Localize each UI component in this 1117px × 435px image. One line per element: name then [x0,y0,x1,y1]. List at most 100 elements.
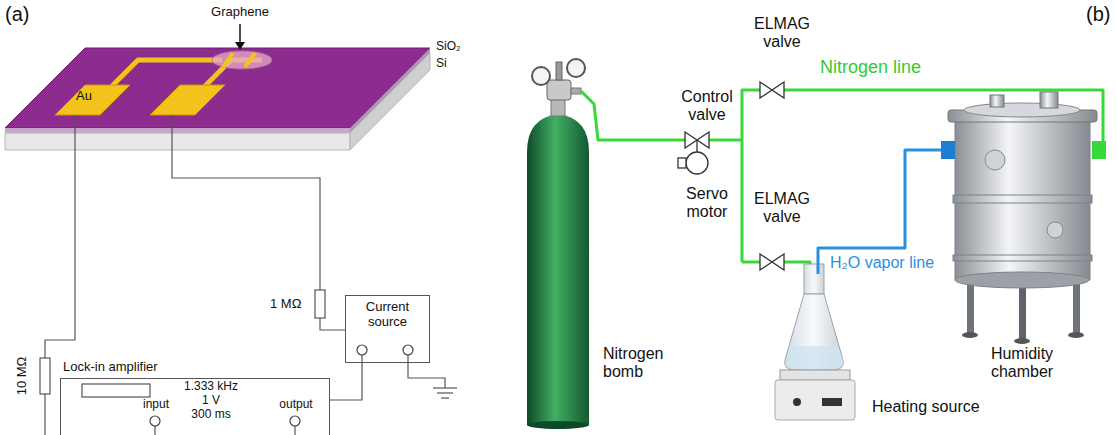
servo-motor-symbol [678,140,708,174]
graphene-flake [245,53,255,67]
setting-value: 1 V [202,393,220,407]
chamber-vessel [1092,141,1106,159]
graphene-flake [212,51,272,69]
gas-cylinder [527,59,589,429]
panel-letter: (b) [1086,3,1110,25]
terminal-circle [403,345,413,355]
terminal-circle [150,345,413,426]
component-label: Servo motor [686,185,728,222]
pointer-arrow [235,24,245,50]
line-label: Nitrogen line [820,57,921,78]
substrate-chip [350,48,430,133]
component-label: Heating source [872,398,980,415]
pad-label: Au [76,89,92,104]
hot-plate [775,380,855,420]
nitrogen-pipe [742,261,760,264]
port-label: input [143,397,169,411]
substrate-chip [350,53,430,150]
setting-value: 1.333 kHz [184,379,238,393]
gas-cylinder [547,80,571,100]
gold-pad [150,85,225,115]
gas-cylinder [556,62,562,80]
gas-cylinder [527,114,589,425]
instrument-name: Lock-in amplifier [63,359,158,374]
chamber-vessel [1040,92,1058,108]
resistor-symbol [315,290,325,318]
setting-value: 1.333 kHz [184,380,238,394]
vapor-pipe [818,150,941,274]
flask [785,264,844,370]
pointer-arrow [235,42,245,50]
nitrogen-pipe [742,90,760,262]
hot-plate [780,370,850,380]
instrument-name: Current source [346,300,429,330]
material-label: Graphene [211,4,269,19]
panel-letter: (a) [5,3,29,26]
ground-symbol [433,387,457,388]
circuit-wire [361,355,362,363]
chamber-vessel [967,278,974,334]
component-label: Nitrogen bomb [603,345,663,382]
resistor-value: 1 MΩ [270,297,301,312]
gas-cylinder [571,88,581,94]
hot-plate [793,398,801,406]
substrate-chip [5,128,350,133]
resistor-value: 10 MΩ [15,357,30,396]
vapor-pipe [818,150,941,274]
resistor-value: 1 MΩ [270,296,301,311]
chamber-vessel [964,103,1080,117]
port-label: input [143,398,169,412]
component-label: ELMAG valve [754,190,810,225]
layer-label: SiO₂ [436,39,461,53]
port-label: output [279,398,312,412]
component-label: Humidity chamber [991,345,1053,382]
gas-cylinder [551,98,565,116]
chamber-vessel [1014,338,1030,344]
chamber-vessel [1047,222,1063,238]
terminal-circle [150,416,160,426]
instrument-box: Lock-in amplifier1.333 kHz1 V300 msinput… [60,378,330,435]
component-label: Nitrogen bomb [603,345,663,380]
ground-symbol [433,388,457,398]
gold-pad [55,85,225,115]
flask [804,264,824,294]
material-label: Graphene [211,5,269,20]
layer-label: SiO₂ [436,40,461,54]
line-label: H₂O vapor line [830,254,934,271]
chamber-vessel [953,255,1092,261]
ground-symbol [437,392,453,393]
chamber-vessel [990,95,1004,107]
display-window [82,384,150,397]
substrate-chip [5,133,350,150]
circuit-wire [320,318,345,330]
chamber-vessel [962,332,978,338]
chamber-vessel [1019,282,1026,340]
circuit-wire [330,363,362,400]
gold-pad [55,85,130,115]
component-label: Humidity chamber [991,345,1053,380]
instrument-box: Current source [345,295,430,363]
chamber-vessel [1068,332,1084,338]
nitrogen-pipe [581,91,685,140]
circuit-wire [45,115,445,435]
setting-value: 300 ms [191,407,230,421]
layer-label: Si [436,57,447,71]
graphene-flake [223,53,233,67]
setting-value: 300 ms [191,408,230,422]
servo-motor-symbol [678,158,686,168]
servo-motor-symbol [686,152,708,174]
valve-symbol [760,254,784,270]
chamber-vessel [1073,278,1080,334]
line-label: Nitrogen line [820,57,921,77]
graphene-flake [212,51,272,69]
gas-cylinder [527,421,589,429]
line-label: H₂O vapor line [830,254,934,272]
component-label: Heating source [872,398,980,416]
ground-symbol [441,397,449,398]
nitrogen-pipe [709,139,742,142]
flask [785,346,843,369]
gas-cylinder [567,59,585,77]
pointer-arrow [239,24,241,44]
